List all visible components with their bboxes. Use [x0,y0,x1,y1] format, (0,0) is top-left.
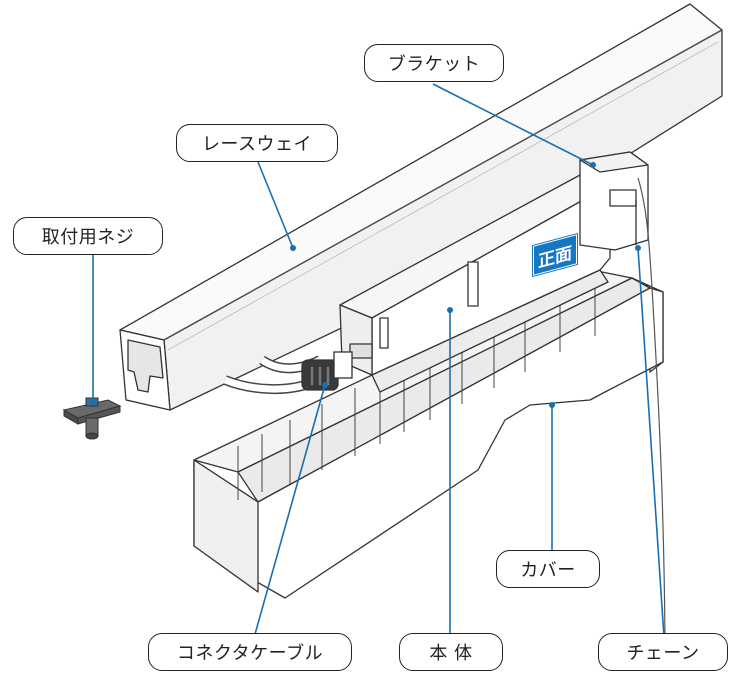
bracket-drawing [579,151,649,251]
mounting-screw-drawing [62,397,122,440]
connector-cable-drawing [223,351,353,394]
screw-label: 取付用ネジ [13,217,163,255]
raceway-label: レースウェイ [176,124,338,162]
chain-drawing [637,177,666,641]
main-body-drawing [339,174,611,393]
raceway-drawing [119,3,723,411]
chain-label: チェーン [598,633,728,671]
bracket-label: ブラケット [364,44,504,82]
cover-label: カバー [496,550,600,588]
leader-lines [90,83,666,653]
connector-cable-label: コネクタケーブル [148,633,352,671]
main-body-label: 本 体 [399,633,503,671]
